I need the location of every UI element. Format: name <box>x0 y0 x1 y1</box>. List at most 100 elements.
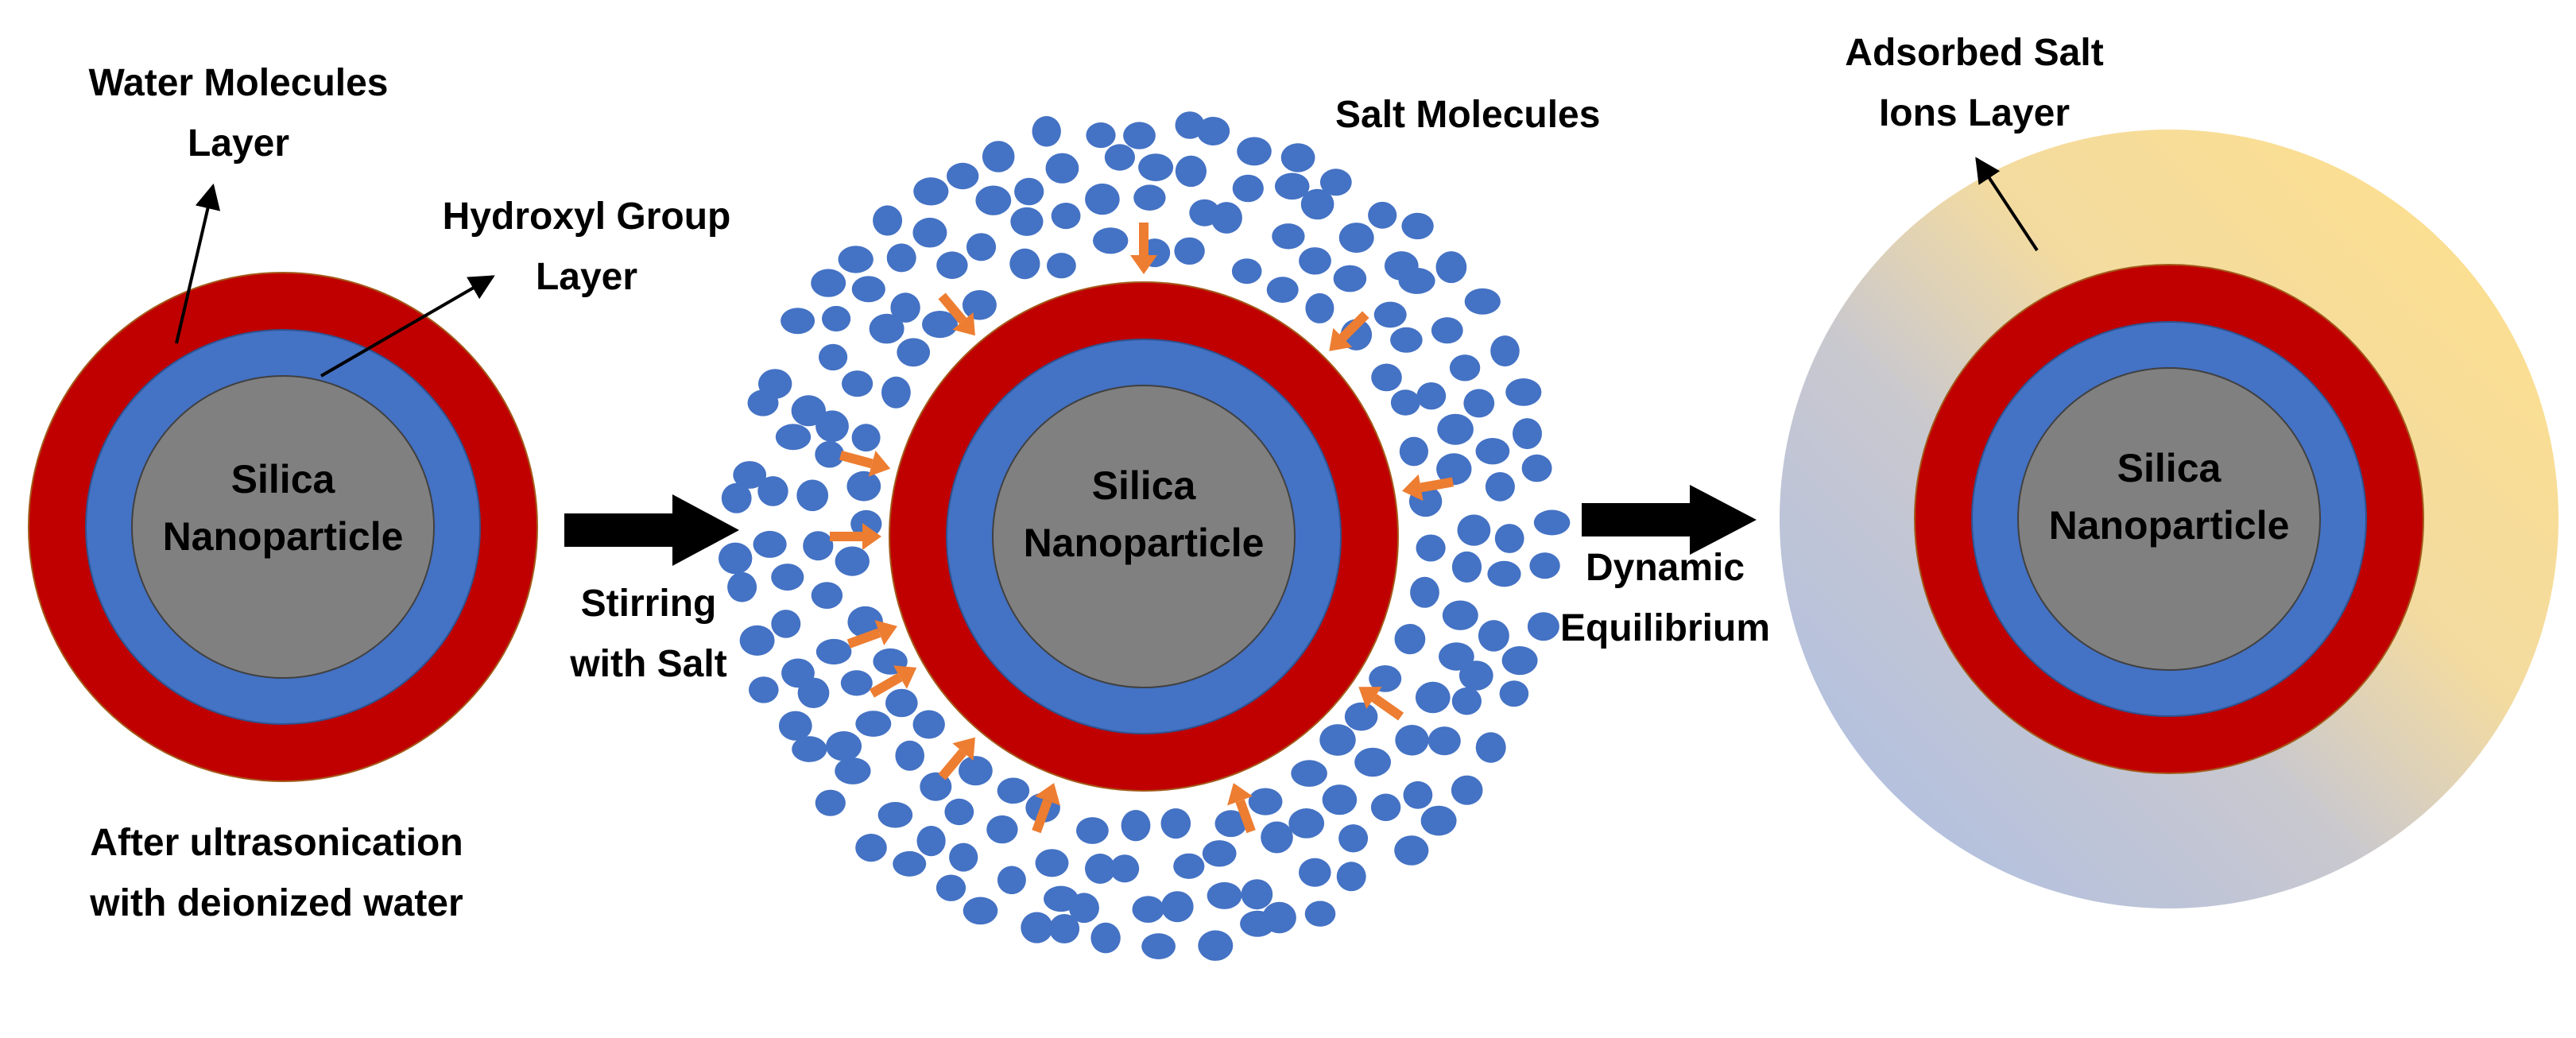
salt-molecule <box>811 269 846 297</box>
salt-molecule <box>1322 784 1358 815</box>
salt-molecule <box>1044 885 1079 912</box>
salt-molecule <box>1485 472 1515 502</box>
salt-molecules-cloud <box>719 111 1571 961</box>
salt-molecule <box>1475 732 1506 763</box>
salt-molecule <box>1394 624 1426 655</box>
salt-molecule <box>758 369 792 399</box>
inward-arrow <box>1032 783 1060 834</box>
salt-molecule <box>1198 930 1234 961</box>
inward-arrow <box>938 292 975 336</box>
salt-molecule <box>1458 660 1493 691</box>
salt-molecule <box>1463 389 1495 418</box>
salt-molecule <box>1299 858 1331 887</box>
salt-molecule <box>1398 267 1435 294</box>
salt-molecule <box>1121 809 1151 842</box>
salt-molecule <box>1090 922 1121 954</box>
salt-molecule <box>1009 248 1040 280</box>
after-ultrasonication-label-line2: with deionized water <box>89 882 463 924</box>
after-ultrasonication-label-line1: After ultrasonication <box>90 822 463 864</box>
salt-molecule <box>1076 817 1109 844</box>
salt-molecule <box>778 711 812 741</box>
salt-molecule <box>885 688 918 718</box>
salt-molecule <box>1399 436 1428 467</box>
salt-molecule <box>1240 910 1276 937</box>
salt-molecule <box>1401 212 1434 240</box>
salt-molecule <box>796 479 829 512</box>
salt-molecule <box>920 772 952 801</box>
salt-molecule <box>1390 327 1423 353</box>
salt-molecule <box>1123 122 1156 149</box>
salt-molecule <box>877 802 913 828</box>
salt-molecule <box>1160 808 1191 839</box>
salt-molecule <box>1280 143 1315 172</box>
salt-molecule <box>1478 620 1509 652</box>
salt-molecule <box>775 424 812 451</box>
salt-molecule <box>733 461 767 489</box>
stirring-label-line1: Stirring <box>581 583 717 625</box>
salt-molecule <box>835 546 870 576</box>
salt-molecule <box>1261 821 1293 854</box>
salt-molecule <box>1373 301 1407 328</box>
dynamic-equilibrium-arrow <box>1582 485 1757 555</box>
stirring-arrow <box>564 494 739 566</box>
salt-molecule <box>895 740 924 771</box>
salt-molecule <box>1437 413 1474 445</box>
silica-core <box>992 385 1296 688</box>
inward-arrow <box>1402 474 1455 502</box>
salt-molecule <box>1196 117 1230 145</box>
salt-molecule <box>1032 116 1061 147</box>
salt-molecule <box>1272 223 1305 250</box>
salt-molecule <box>1085 183 1120 215</box>
salt-molecule <box>1161 891 1194 923</box>
salt-molecule <box>893 850 927 877</box>
stirring-label-line2: with Salt <box>569 643 726 685</box>
salt-molecule <box>1333 265 1367 292</box>
inward-arrow <box>1227 783 1256 834</box>
salt-molecule <box>1415 681 1451 714</box>
salt-molecule <box>1370 793 1401 822</box>
salt-molecule <box>947 162 979 190</box>
salt-molecule <box>1211 202 1242 234</box>
hydroxyl-layer-pointer <box>320 275 495 378</box>
salt-molecule <box>949 842 978 872</box>
salt-molecule <box>842 370 874 397</box>
inward-arrow <box>839 451 891 477</box>
inward-arrow <box>1329 311 1369 351</box>
salt-molecule <box>1513 418 1542 450</box>
salt-molecule <box>897 338 931 367</box>
inward-arrow <box>869 665 917 698</box>
salt-molecule <box>771 564 804 591</box>
salt-molecule <box>1175 155 1207 188</box>
salt-molecule <box>1291 760 1327 787</box>
salt-molecule <box>1319 724 1356 756</box>
salt-molecule <box>1133 184 1166 211</box>
salt-molecule <box>881 376 911 409</box>
salt-molecule <box>846 471 881 502</box>
salt-molecule <box>1487 560 1521 587</box>
salt-molecule <box>912 710 945 739</box>
salt-molecule <box>1442 600 1478 630</box>
salt-molecule <box>869 313 905 344</box>
salt-molecule <box>749 676 779 703</box>
salt-molecule <box>719 542 753 575</box>
salt-molecule <box>1338 824 1369 853</box>
salt-molecule <box>1368 201 1397 229</box>
salt-molecule <box>959 756 993 786</box>
salt-molecule <box>1173 853 1205 879</box>
salt-molecule <box>1237 137 1272 166</box>
salt-molecule <box>791 395 826 427</box>
salt-molecule <box>1010 207 1044 236</box>
salt-molecule <box>1288 808 1325 839</box>
salt-molecule <box>886 243 916 273</box>
water-layer-pointer <box>175 183 221 344</box>
salt-molecule <box>1305 292 1334 323</box>
salt-molecule <box>1304 901 1336 927</box>
salt-molecule <box>1457 514 1491 546</box>
salt-molecule <box>721 482 752 513</box>
salt-molecules-label: Salt Molecules <box>1335 94 1600 136</box>
salt-molecule <box>1138 153 1174 182</box>
salt-molecule <box>1403 780 1433 809</box>
salt-molecule <box>1266 277 1299 303</box>
inward-arrows <box>830 223 1455 834</box>
